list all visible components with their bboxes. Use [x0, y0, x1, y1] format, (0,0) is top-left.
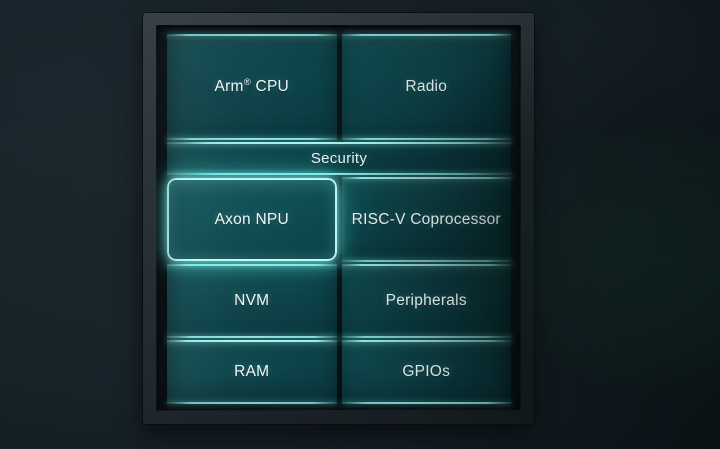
die-row-accelerator: Axon NPU RISC-V Coprocessor — [167, 177, 511, 262]
block-label-radio: Radio — [405, 78, 448, 95]
block-label-risc-v-coprocessor: RISC-V Coprocessor — [351, 210, 501, 228]
registered-trademark-icon: ® — [243, 76, 251, 88]
block-label-ram: RAM — [234, 363, 270, 380]
block-arm-cpu[interactable]: Arm® CPU — [167, 34, 337, 140]
block-axon-npu[interactable]: Axon NPU — [167, 178, 337, 261]
block-risc-v-coprocessor[interactable]: RISC-V Coprocessor — [341, 177, 511, 262]
block-label-peripherals: Peripherals — [385, 292, 467, 309]
die-row-top: Arm® CPU Radio — [167, 34, 511, 140]
block-label-security: Security — [310, 150, 368, 167]
block-label-nvm: NVM — [234, 292, 270, 309]
block-peripherals[interactable]: Peripherals — [341, 264, 511, 338]
block-gpios[interactable]: GPIOs — [341, 340, 511, 404]
block-security[interactable]: Security — [167, 142, 511, 175]
block-label-gpios: GPIOs — [402, 363, 451, 380]
block-nvm[interactable]: NVM — [167, 264, 337, 338]
block-label-arm-cpu: Arm® CPU — [214, 76, 289, 95]
die-row-memory: NVM Peripherals — [167, 264, 511, 338]
die-row-bottom: RAM GPIOs — [167, 340, 511, 404]
block-ram[interactable]: RAM — [167, 340, 337, 404]
block-label-axon-npu: Axon NPU — [214, 210, 289, 228]
chip-die-grid: Arm® CPU Radio Security Axon NPU — [167, 34, 511, 404]
block-radio[interactable]: Radio — [341, 34, 511, 140]
chip-package: Arm® CPU Radio Security Axon NPU — [143, 13, 534, 424]
chip-cavity: Arm® CPU Radio Security Axon NPU — [156, 25, 521, 411]
die-row-security: Security — [167, 142, 511, 175]
